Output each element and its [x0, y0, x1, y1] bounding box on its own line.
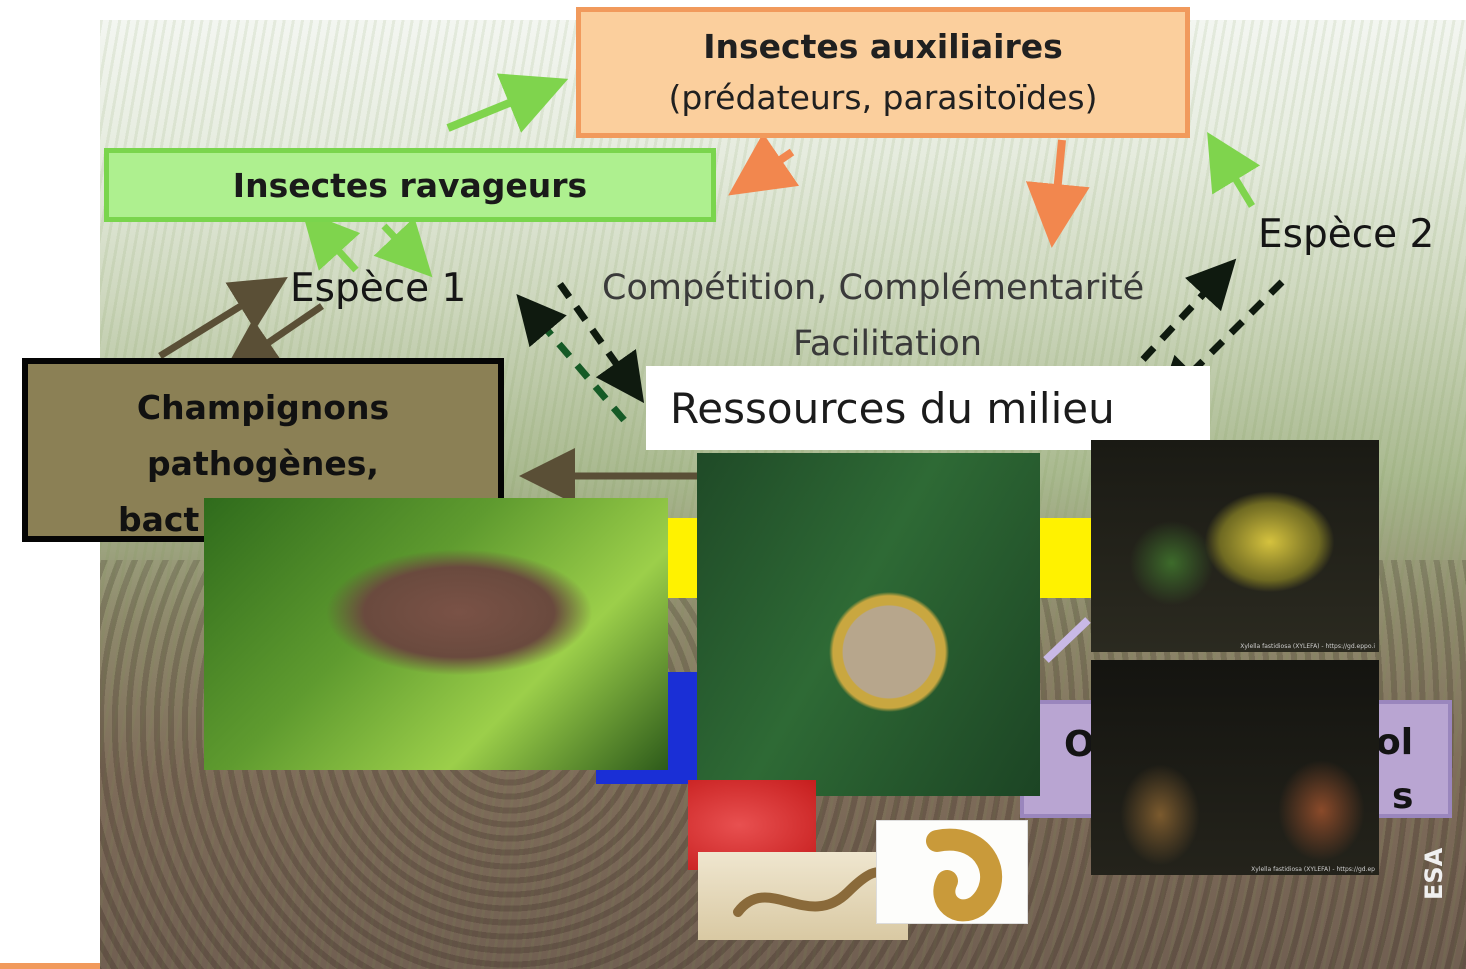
arrow-ravageurs-to-espece1-b — [384, 226, 418, 262]
purple-box-text-right: ol — [1376, 722, 1413, 763]
esa-watermark: ESA — [1420, 848, 1448, 900]
champignons-line-2: pathogènes, — [147, 436, 379, 492]
vine-leaf-photo-icon: Xylella fastidiosa (XYLEFA) - https://gd… — [1091, 440, 1379, 652]
insectes-ravageurs-box: Insectes ravageurs — [104, 148, 716, 222]
bug-photo-icon — [204, 498, 668, 770]
champignons-line-1: Champignons — [137, 380, 389, 436]
dashed-arrow-ressources-to-espece1 — [530, 310, 624, 420]
espece-2-label: Espèce 2 — [1258, 212, 1434, 257]
insectes-auxiliaires-subtitle: (prédateurs, parasitoïdes) — [669, 72, 1098, 124]
arrow-espece1-to-ravageurs-a — [316, 226, 356, 270]
facilitation-label: Facilitation — [793, 324, 982, 364]
orange-rule — [0, 963, 100, 969]
insectes-auxiliaires-title: Insectes auxiliaires — [703, 22, 1063, 72]
arrow-auxiliaires-down — [1054, 140, 1062, 224]
ressources-du-milieu-box: Ressources du milieu — [646, 366, 1210, 450]
larva-shape — [877, 821, 1027, 923]
vine-photo-caption-1: Xylella fastidiosa (XYLEFA) - https://gd… — [1240, 643, 1375, 650]
espece-1-label: Espèce 1 — [290, 266, 466, 311]
ressources-du-milieu-label: Ressources du milieu — [670, 384, 1115, 433]
arrow-champignons-to-espece1 — [160, 288, 270, 356]
leaf-spot-photo-icon — [697, 453, 1040, 796]
insectes-ravageurs-label: Insectes ravageurs — [233, 166, 587, 205]
arrow-lavender — [1046, 620, 1088, 660]
arrow-ravageurs-to-auxiliaires — [448, 88, 546, 128]
insectes-auxiliaires-box: Insectes auxiliaires (prédateurs, parasi… — [576, 7, 1190, 138]
champignons-line-3: bact — [28, 492, 199, 542]
vine-leaf-photo-icon-2: Xylella fastidiosa (XYLEFA) - https://gd… — [1091, 660, 1379, 875]
arrow-auxiliaires-to-ravageurs — [748, 152, 792, 182]
competition-label: Compétition, Complémentarité — [602, 268, 1144, 308]
larva-photo-icon — [876, 820, 1028, 924]
arrow-espece1-to-champignons — [240, 306, 322, 362]
vine-photo-caption-2: Xylella fastidiosa (XYLEFA) - https://gd… — [1251, 866, 1375, 873]
arrow-espece2-to-auxiliaires — [1218, 150, 1252, 206]
purple-box-text-right-below: s — [1392, 776, 1413, 817]
